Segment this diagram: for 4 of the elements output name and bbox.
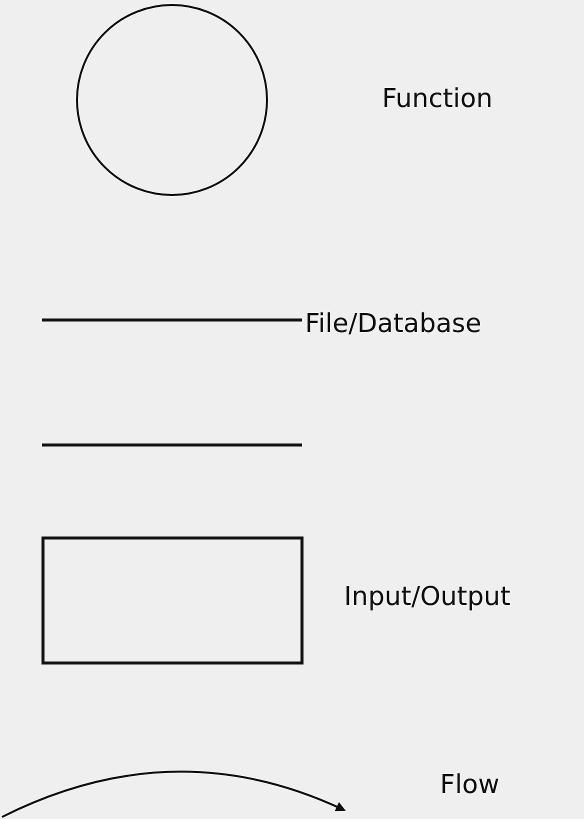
- legend-label: File/Database: [305, 309, 482, 339]
- legend-label: Input/Output: [344, 582, 510, 612]
- legend-label: Function: [382, 84, 493, 114]
- legend-label: Flow: [440, 770, 500, 800]
